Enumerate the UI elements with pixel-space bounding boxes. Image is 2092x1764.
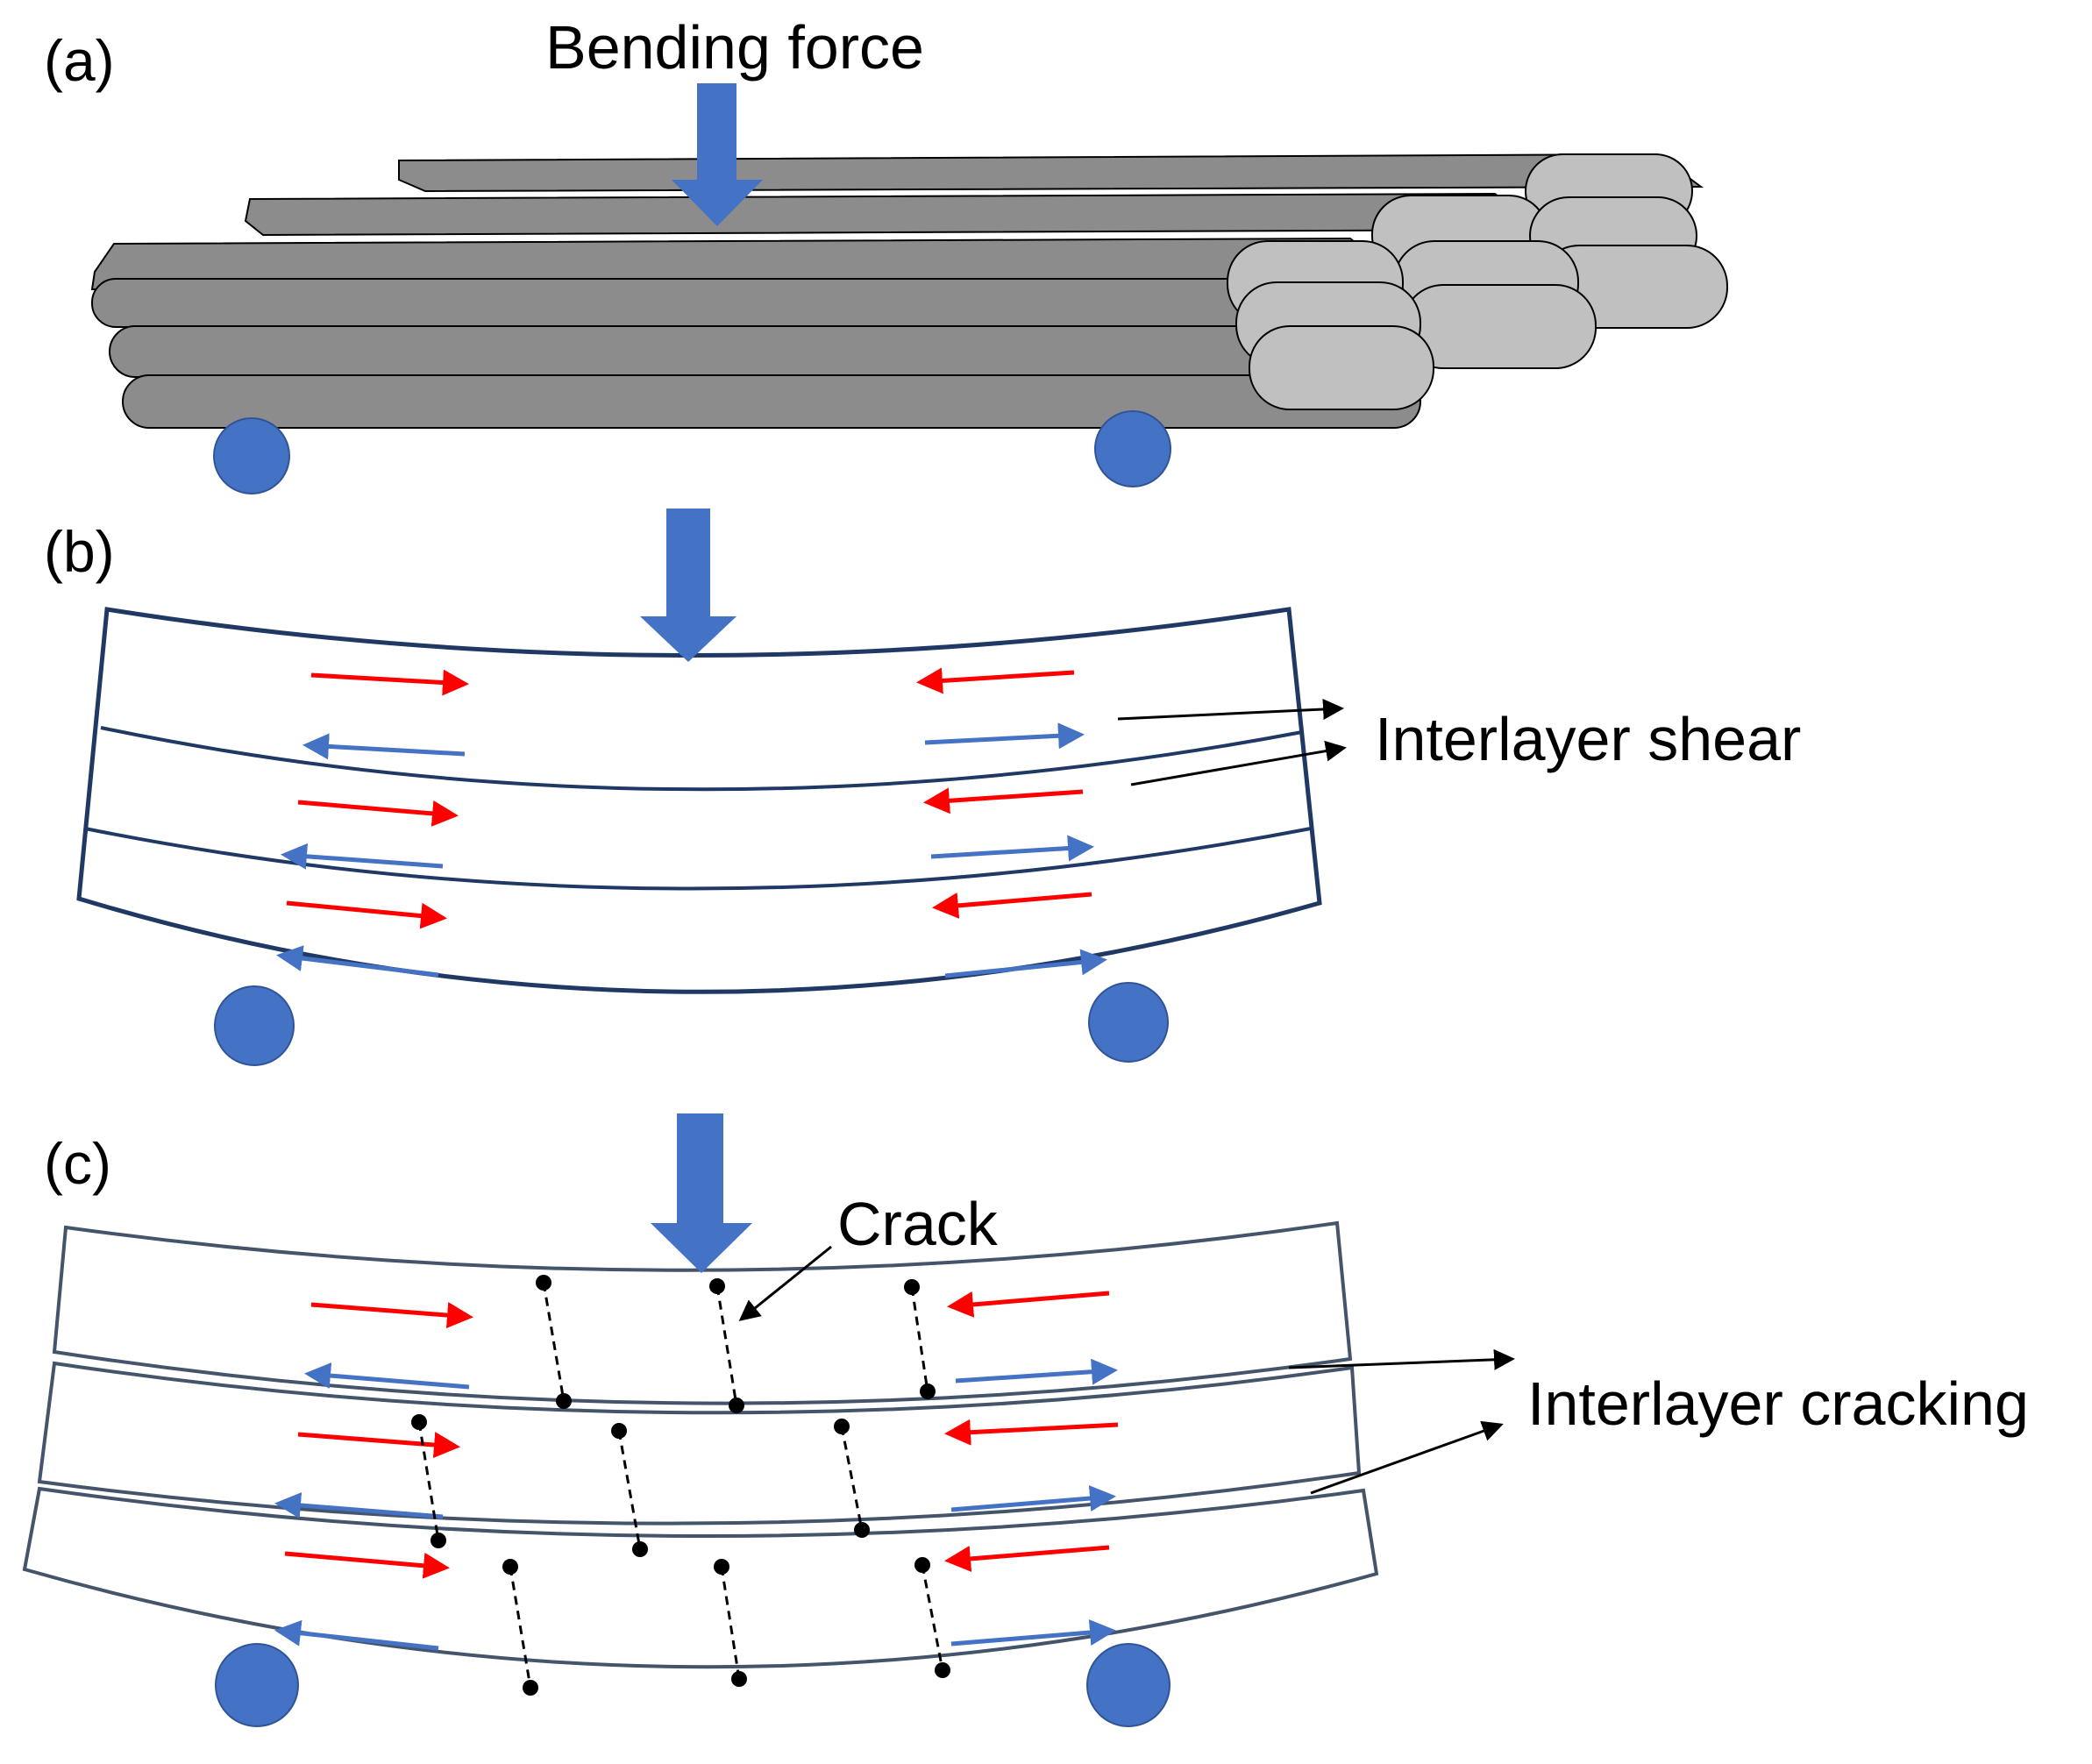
layer-interface	[100, 726, 1303, 792]
panel-b-tag: (b)	[44, 519, 115, 584]
shear-arrow-right	[955, 1358, 1118, 1385]
filament-end	[1249, 325, 1434, 410]
filament-stack	[90, 153, 1728, 429]
support-right-icon	[1088, 982, 1169, 1063]
shear-arrow-left	[276, 945, 439, 978]
leader-lines	[738, 1245, 1515, 1495]
cracked-layer-middle	[37, 1361, 1362, 1526]
cracked-layer-bottom	[22, 1486, 1379, 1669]
bent-beam	[76, 607, 1322, 994]
support-left-icon	[214, 985, 295, 1066]
bending-force-label: Bending force	[545, 13, 924, 82]
crack-dot	[935, 1662, 950, 1678]
crack-dot	[904, 1279, 920, 1295]
interlayer-cracking-label: Interlayer cracking	[1527, 1369, 2029, 1438]
shear-arrow-left	[274, 1492, 444, 1519]
shear-arrow-right	[950, 1619, 1116, 1647]
leader-arrow-icon	[738, 1245, 832, 1321]
crack-dot	[502, 1559, 518, 1575]
panel-c-tag: (c)	[44, 1131, 111, 1196]
shear-arrow-right	[284, 1551, 450, 1579]
shear-arrow-left	[944, 1545, 1110, 1572]
leader-arrow-icon	[1130, 740, 1347, 786]
cracks	[417, 1282, 944, 1689]
leader-arrow-icon	[1117, 699, 1344, 721]
leader-arrow-icon	[1288, 1348, 1515, 1370]
crack-line	[910, 1286, 929, 1392]
crack-dot	[430, 1533, 446, 1548]
support-left-icon	[215, 1643, 299, 1727]
crack-dot	[731, 1671, 747, 1687]
crack-line	[840, 1426, 864, 1531]
leader-arrow-icon	[1310, 1420, 1504, 1495]
shear-arrows	[276, 667, 1107, 978]
crack-dot	[632, 1541, 648, 1557]
shear-arrow-left	[947, 1291, 1110, 1318]
shear-arrow-left	[302, 733, 466, 760]
filament-middle	[244, 192, 1546, 237]
shear-arrow-right	[297, 800, 459, 827]
support-right-icon	[1094, 410, 1171, 487]
crack-endpoints	[411, 1275, 950, 1696]
cracked-layer-top	[52, 1220, 1353, 1405]
crack-line	[921, 1564, 944, 1671]
shear-arrow-left	[281, 843, 444, 870]
filament-layer-1	[91, 278, 1408, 328]
shear-arrow-right	[924, 722, 1085, 750]
shear-arrow-left	[923, 787, 1084, 814]
crack-dot	[556, 1393, 572, 1409]
interlayer-shear-label: Interlayer shear	[1375, 705, 1801, 773]
shear-arrow-right	[930, 835, 1094, 862]
filament-layer-2	[109, 325, 1417, 378]
shear-arrow-right	[310, 1302, 473, 1329]
filament-layer-3	[122, 374, 1421, 429]
shear-arrow-right	[950, 1485, 1116, 1512]
crack-dot	[854, 1522, 870, 1538]
layer-interface	[84, 827, 1312, 891]
force-arrow-icon	[672, 83, 763, 226]
cracked-beam	[22, 1220, 1379, 1669]
crack-line	[542, 1282, 566, 1402]
crack-dot	[523, 1680, 538, 1696]
crack-dot	[611, 1423, 627, 1439]
crack-dot	[411, 1414, 427, 1430]
shear-arrow-right	[310, 669, 469, 696]
force-arrow-icon	[640, 509, 736, 662]
panel-a: (a) Bending force	[44, 13, 1728, 494]
panel-b: (b) Interlayer shear	[44, 509, 1801, 1066]
interlayer-shear-arrows	[274, 1291, 1119, 1651]
filament-back	[398, 153, 1704, 193]
crack-dot	[709, 1278, 725, 1294]
crack-line	[720, 1566, 741, 1680]
shear-arrow-right	[944, 949, 1107, 978]
shear-arrow-right	[286, 900, 447, 929]
shear-arrow-left	[916, 667, 1075, 694]
support-left-icon	[213, 417, 290, 494]
crack-line	[509, 1566, 532, 1689]
crack-line	[715, 1285, 738, 1406]
force-arrow-icon	[651, 1113, 752, 1273]
crack-dot	[536, 1275, 551, 1291]
panel-c: (c)	[22, 1113, 2029, 1727]
beam-outline	[76, 607, 1322, 994]
crack-dot	[729, 1398, 744, 1413]
shear-arrow-left	[274, 1619, 439, 1651]
crack-line	[417, 1421, 440, 1541]
leader-lines	[1117, 699, 1347, 786]
crack-dot	[834, 1419, 850, 1434]
shear-arrow-left	[932, 892, 1092, 919]
crack-dot	[914, 1557, 930, 1573]
crack-line	[617, 1430, 642, 1550]
crack-dot	[714, 1559, 729, 1575]
crack-dot	[920, 1383, 936, 1399]
crack-label: Crack	[837, 1190, 999, 1258]
shear-arrow-left	[944, 1419, 1119, 1446]
shear-arrow-left	[304, 1362, 470, 1390]
shear-arrow-right	[297, 1432, 460, 1459]
support-right-icon	[1086, 1643, 1171, 1727]
panel-a-tag: (a)	[44, 28, 115, 93]
